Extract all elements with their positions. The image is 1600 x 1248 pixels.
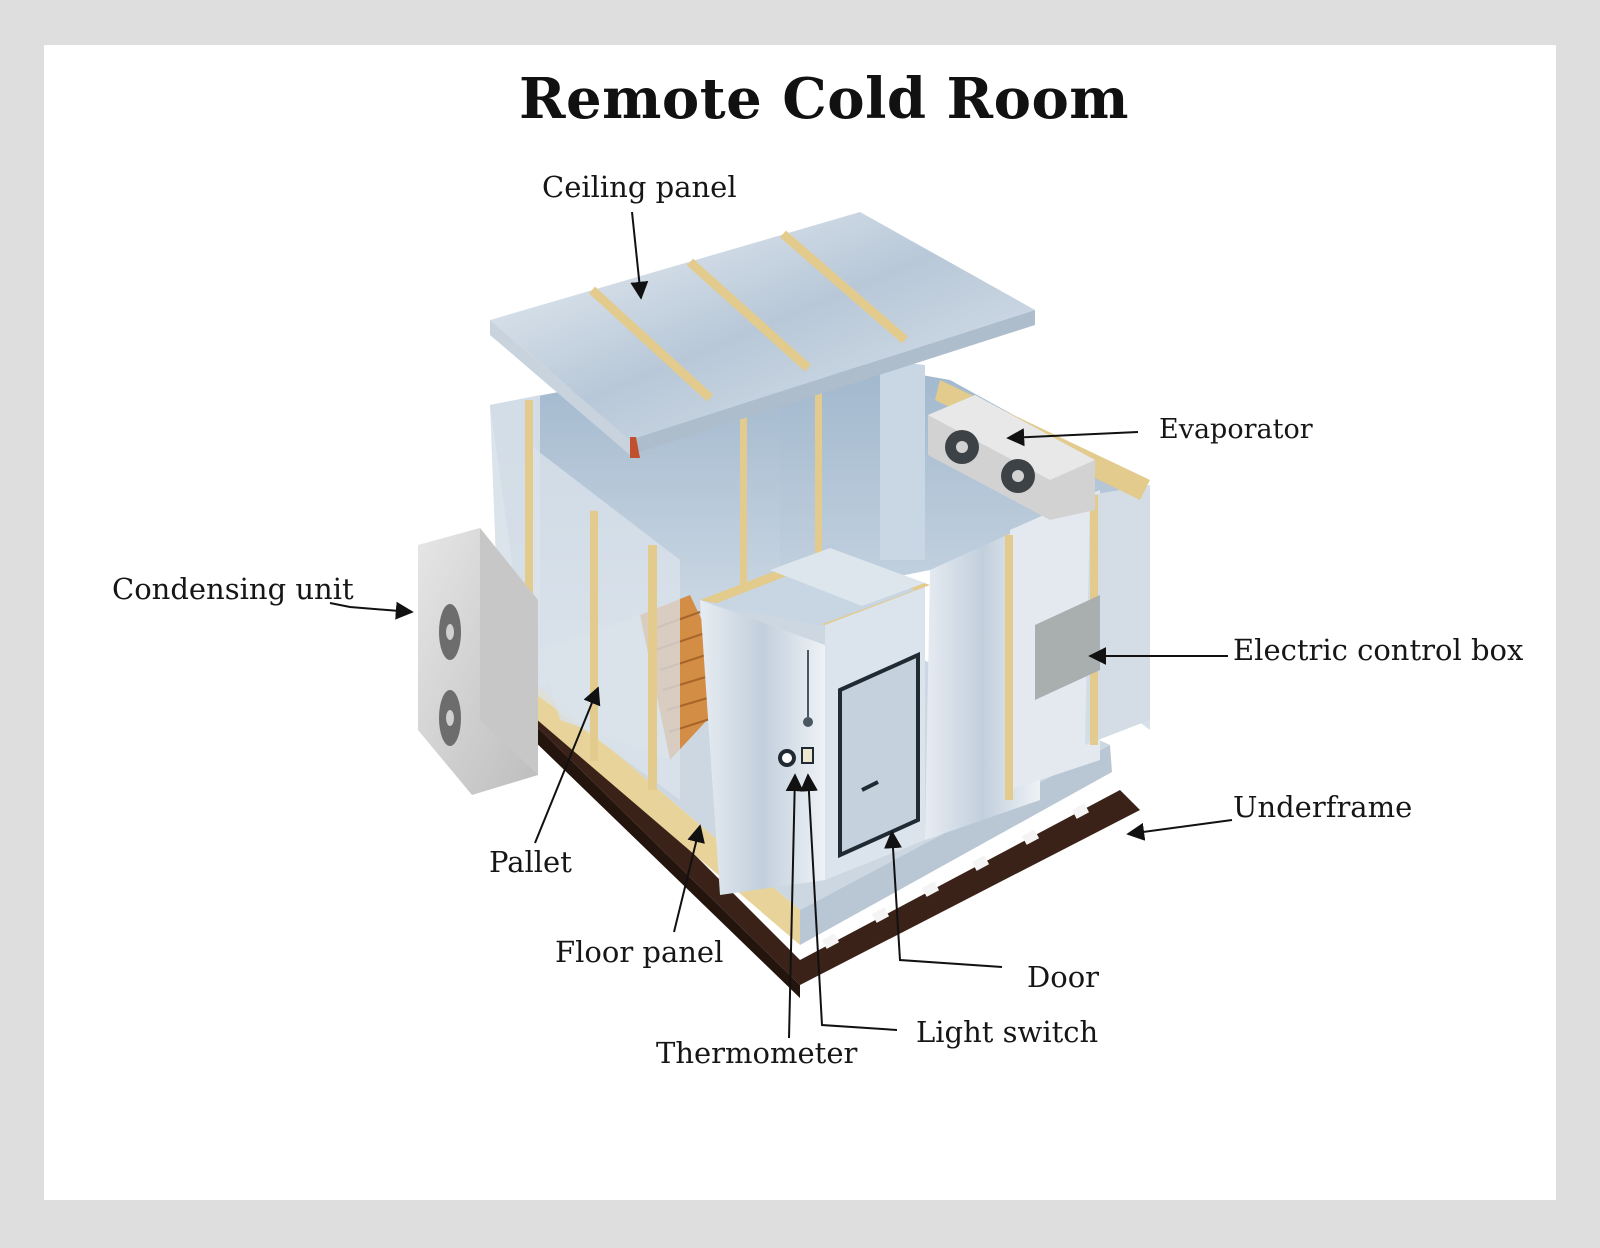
label-condensing-unit: Condensing unit (112, 572, 354, 606)
label-evaporator: Evaporator (1159, 414, 1313, 445)
front-door-wall (700, 548, 930, 895)
label-underframe: Underframe (1233, 790, 1413, 824)
left-wall (490, 365, 822, 800)
label-electric-control-box: Electric control box (1233, 633, 1524, 667)
label-thermometer: Thermometer (656, 1036, 858, 1070)
label-floor-panel: Floor panel (555, 935, 724, 969)
leader-lines (329, 211, 1233, 1039)
ceiling-panel-shape (490, 212, 1035, 458)
underframe-shape (525, 705, 1140, 998)
diagram-title: Remote Cold Room (518, 66, 1130, 132)
label-light-switch: Light switch (916, 1015, 1099, 1049)
label-door: Door (1027, 960, 1100, 994)
condensing-unit-shape (418, 528, 538, 795)
label-pallet: Pallet (489, 845, 572, 879)
label-ceiling-panel: Ceiling panel (542, 170, 737, 204)
control-box-shape (1035, 595, 1100, 700)
